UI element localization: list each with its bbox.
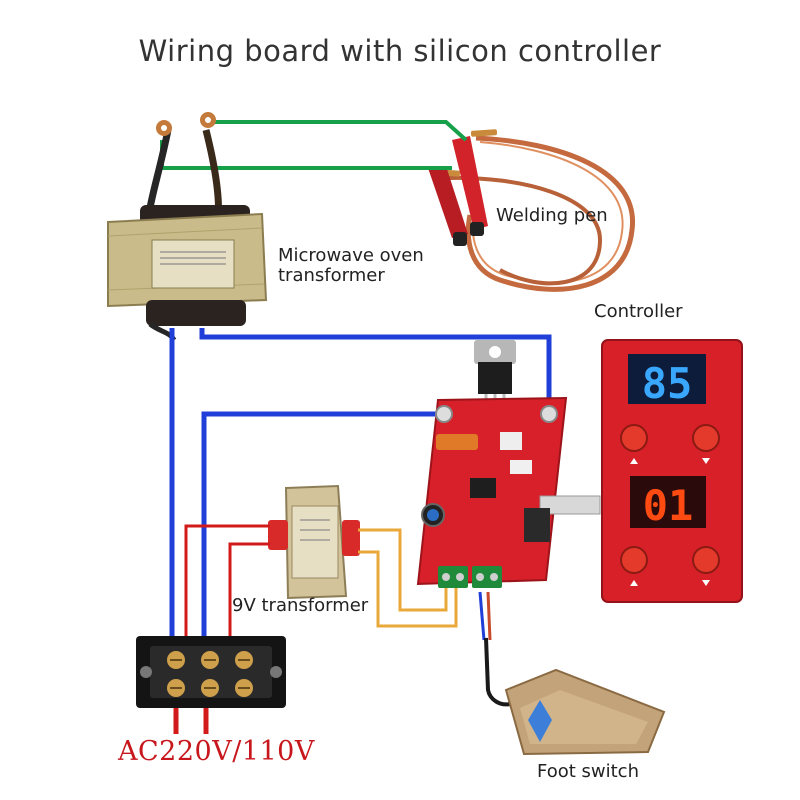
lower-display-value: 01: [643, 481, 694, 530]
welding-pen: [428, 129, 635, 292]
microwave-oven-transformer: [107, 112, 268, 342]
9v-transformer: [268, 484, 360, 600]
microwave-oven-label: Microwave oven: [278, 245, 424, 266]
foot-switch-label: Foot switch: [537, 761, 639, 782]
yellow-wires: [358, 528, 458, 628]
9v-transformer-label: 9V transformer: [232, 595, 369, 616]
terminal-block: [136, 636, 286, 734]
upper-display-value: 85: [642, 359, 693, 408]
controller-label: Controller: [594, 301, 683, 322]
foot-switch-cable: [478, 591, 511, 707]
transformer-label: transformer: [278, 265, 385, 286]
control-board: [416, 340, 601, 588]
diagram-title: Wiring board with silicon controller: [138, 34, 662, 68]
foot-switch: [504, 668, 666, 756]
red-wires: [184, 524, 270, 652]
welding-pen-label: Welding pen: [496, 205, 608, 226]
controller-panel: [601, 339, 743, 603]
ac-input-label: AC220V/110V: [118, 736, 315, 767]
